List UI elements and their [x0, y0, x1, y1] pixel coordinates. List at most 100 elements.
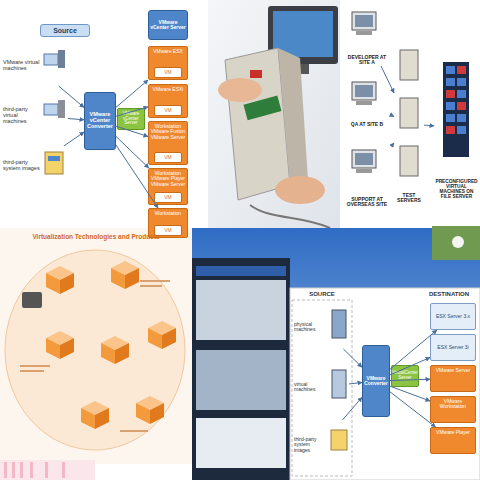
server-box: VirtualCenter Server: [391, 365, 419, 387]
file-server-rack: [443, 62, 469, 157]
file-server-rack: [457, 66, 466, 74]
file-server-rack: [446, 102, 455, 110]
site-icon-box: PRECONFIGURED VIRTUAL MACHINES ON FILE S…: [434, 55, 479, 200]
connector-arrow: [64, 132, 84, 146]
node-text: PRECONFIGURED VIRTUAL MACHINES ON FILE S…: [435, 179, 478, 199]
source-machine-icon: [44, 104, 58, 115]
desktop-screenshot: [432, 226, 480, 260]
workstation-icon: [355, 15, 373, 27]
connector-arrow: [349, 383, 362, 384]
virtualization-products-illustration: [20, 365, 50, 367]
decorative-stripes: [4, 462, 7, 478]
machine-icon-box: virtual machines: [293, 365, 349, 409]
connector-arrow: [392, 143, 394, 146]
node-text: VMware virtual machines: [3, 60, 41, 72]
computer-photo: [250, 205, 330, 228]
connector-arrow: [68, 119, 84, 120]
virtualization-products-illustration: [140, 285, 162, 287]
machine-icon-box: VMware virtual machines: [2, 46, 68, 86]
connector-arrow: [116, 80, 148, 107]
workstation-icon: [352, 82, 376, 100]
workstation-icon: [352, 150, 376, 168]
node-text: Workstation VMware Player VMware Server: [150, 171, 186, 187]
connector-arrow: [424, 125, 434, 127]
platform-box: VMware ESXiVM: [148, 84, 188, 118]
decorative-stripes: [0, 460, 95, 480]
decorative-stripes: [12, 462, 15, 478]
desktop-screenshot: [192, 258, 290, 480]
workstation-icon: [356, 169, 372, 173]
node-text: VM: [164, 155, 172, 160]
decorative-stripes: [20, 462, 23, 478]
computer-photo: [278, 48, 308, 185]
connector-arrow: [390, 379, 430, 380]
source-machine-icon: [58, 100, 65, 118]
node-text: SUPPORT AT OVERSEAS SITE: [343, 197, 391, 208]
server-icon: [400, 146, 418, 176]
file-server-rack: [446, 114, 455, 122]
platform-box: Workstation VMware Fusion VMware ServerV…: [148, 121, 188, 165]
converter-box: VMware vCenter Converter: [84, 92, 116, 150]
node-text: VM: [164, 108, 172, 113]
workstation-icon: [352, 12, 376, 173]
connector-arrow: [392, 116, 394, 117]
node-text: DEVELOPER AT SITE A: [343, 55, 391, 66]
decorative-stripes: [0, 460, 95, 480]
connector-arrow: [116, 136, 149, 168]
platform-box: VMware ESXVM: [148, 46, 188, 80]
converter-diagram-panel: [331, 430, 347, 450]
node-text: Workstation: [155, 211, 181, 216]
node-text: VirtualCenter Server: [392, 371, 418, 380]
source-machine-icon: [44, 54, 58, 65]
virtualization-products-illustration: [46, 331, 74, 359]
node-text: VM: [164, 70, 172, 75]
node-text: ESX Server 3.x: [436, 314, 470, 319]
virtualization-products-illustration: [0, 228, 192, 464]
vm-box: VM: [154, 152, 182, 163]
machine-icon-box: third-party system images: [293, 420, 349, 470]
virtualization-products-illustration: [136, 396, 164, 424]
decorative-stripes: [30, 462, 33, 478]
virtualization-products-illustration: [0, 228, 192, 464]
file-server-rack: [457, 126, 466, 134]
connector-arrow: [342, 397, 362, 420]
computer-photo: [208, 0, 340, 232]
server-icon: [400, 50, 418, 176]
desktop-screenshot: [192, 228, 480, 480]
node-text: VMware Converter: [364, 376, 388, 387]
node-text: VM: [164, 228, 172, 233]
node-text: virtual machines: [294, 382, 324, 393]
node-text: VM: [164, 195, 172, 200]
site-icon-box: TEST SERVERS: [394, 44, 424, 204]
connector-arrow: [390, 358, 430, 375]
converter-box: VMware vCenter Server: [148, 10, 188, 40]
converter-diagram-panel: [332, 370, 346, 398]
virtualization-products-illustration: [148, 321, 176, 349]
file-server-rack: [457, 90, 466, 98]
vm-box: VM: [154, 192, 182, 203]
file-server-rack: [457, 78, 466, 86]
source-heading-box: Source: [40, 24, 90, 37]
workstation-icon: [355, 153, 373, 165]
connector-arrow: [116, 126, 148, 136]
machine-icon-box: third-party system images: [2, 146, 68, 186]
desktop-screenshot: [196, 418, 286, 468]
connector-arrow: [390, 330, 437, 369]
desktop-screenshot: [196, 266, 286, 276]
converter-diagram-panel: [290, 288, 480, 480]
virtualization-products-illustration: [101, 336, 129, 364]
file-server-rack: [446, 66, 455, 74]
connector-arrow: [343, 349, 362, 367]
file-server-rack: [446, 78, 455, 86]
file-server-rack: [446, 90, 455, 98]
node-text: third-party system images: [294, 437, 324, 453]
server-box: VMware vCenter Server: [117, 108, 145, 130]
computer-photo: [218, 78, 262, 102]
node-text: VMware Workstation: [432, 399, 474, 410]
vm-box: VM: [154, 105, 182, 116]
label-text: SOURCE: [296, 291, 348, 297]
machine-icon-box: physical machines: [293, 305, 349, 349]
computer-photo: [250, 70, 262, 78]
